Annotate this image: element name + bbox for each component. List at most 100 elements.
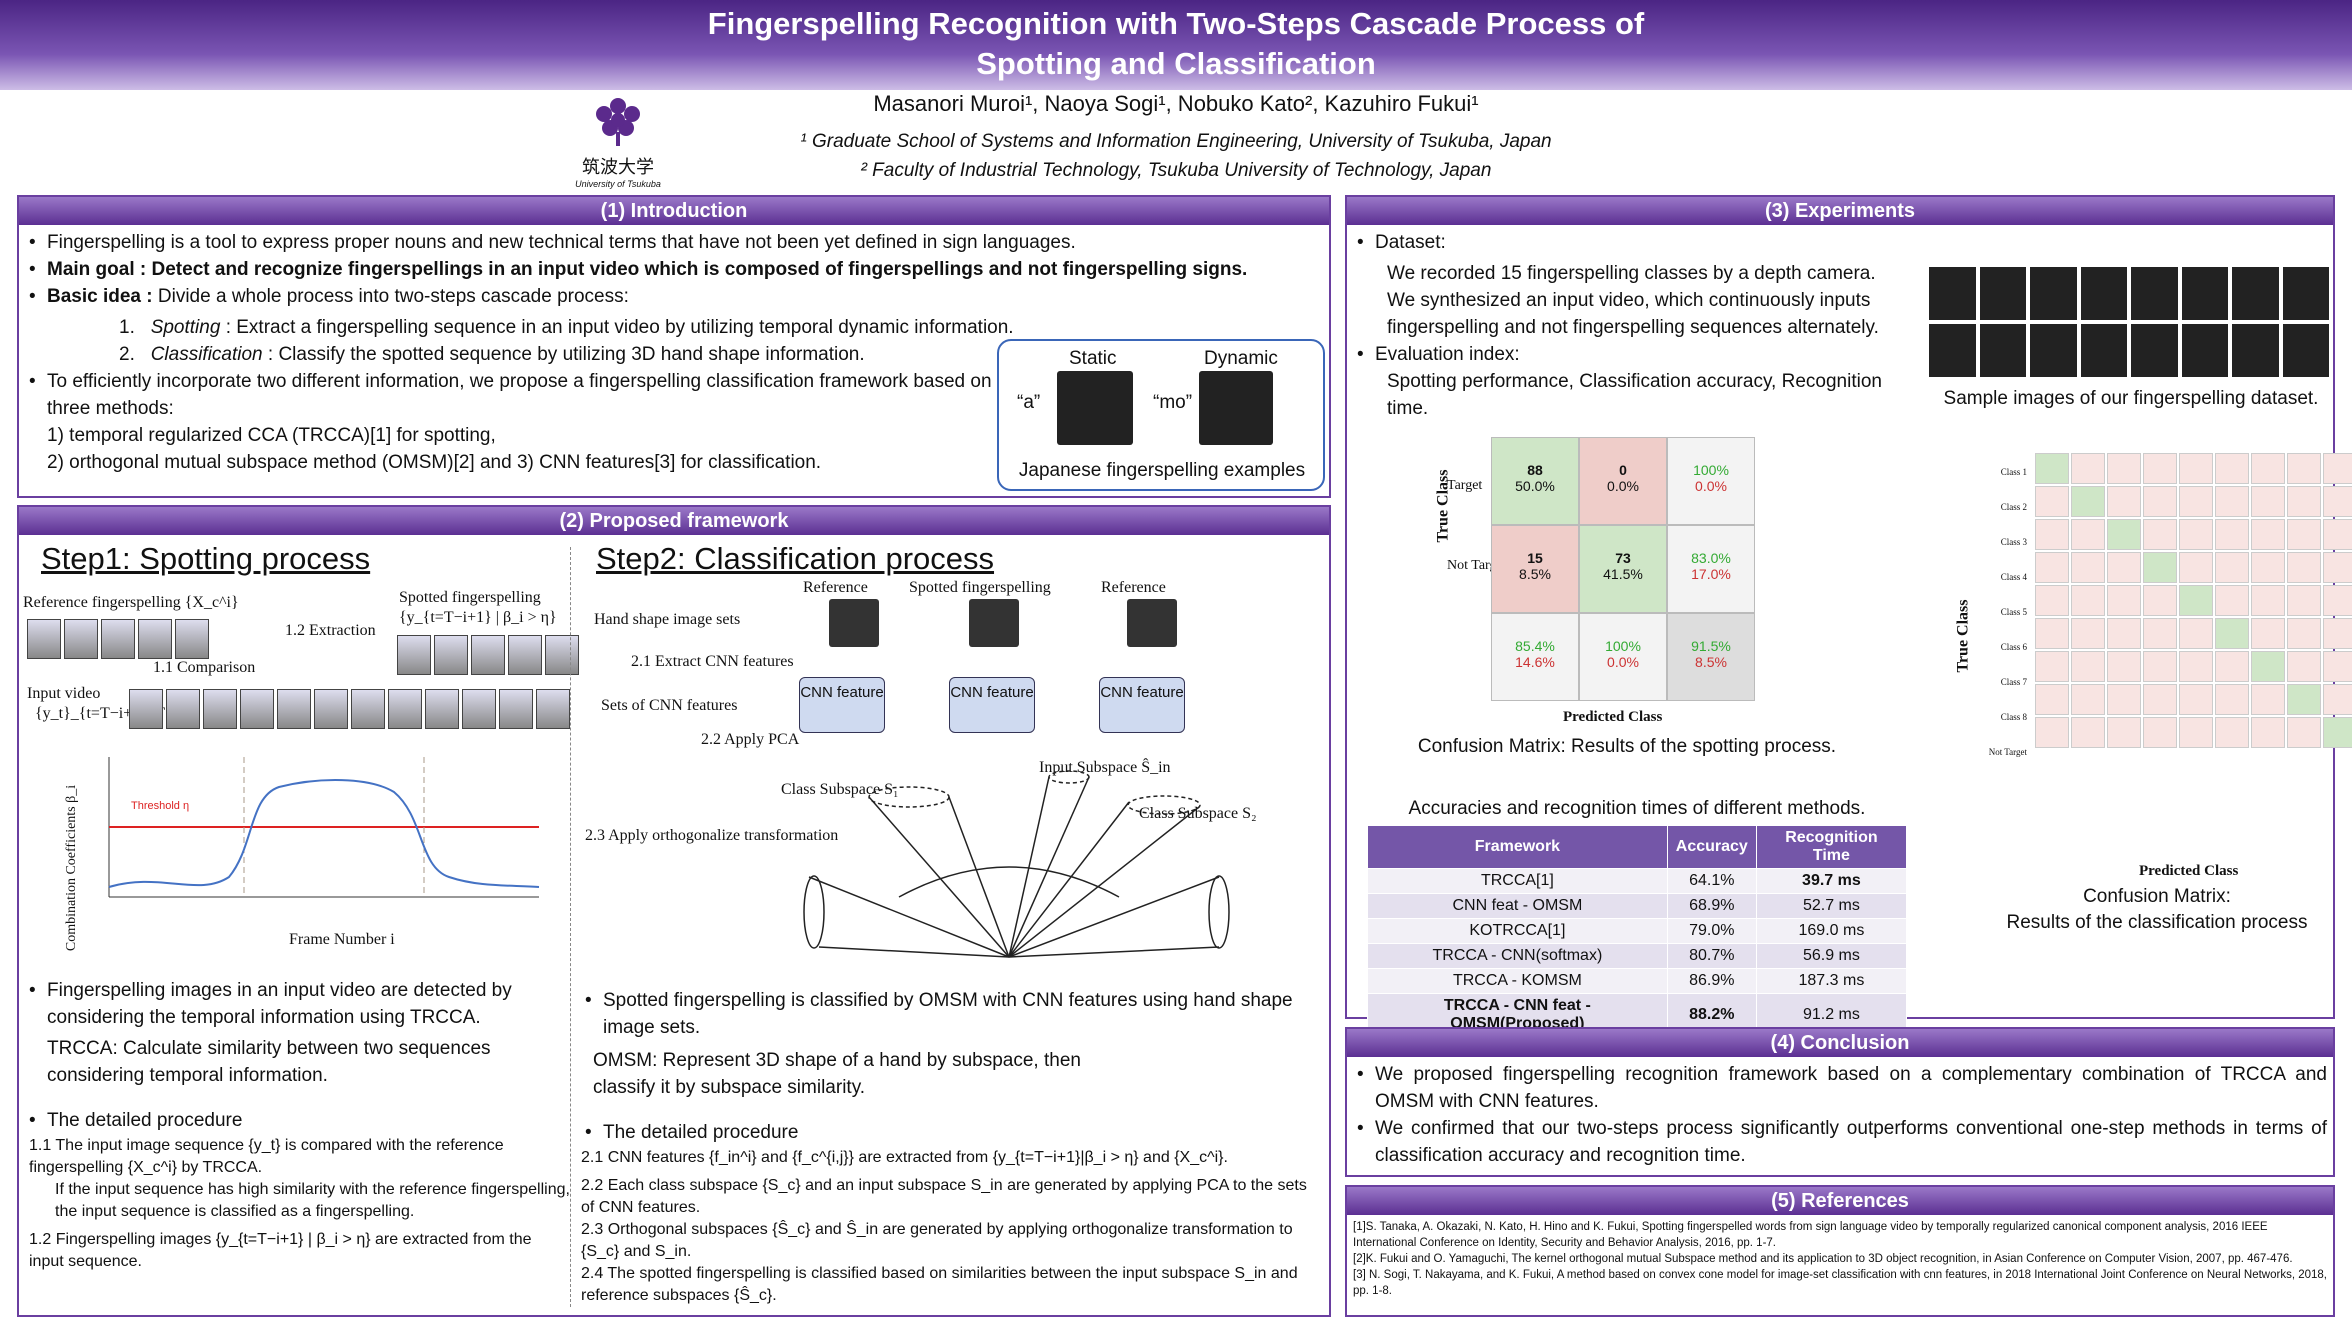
cm-cell	[2215, 585, 2249, 616]
conclusion-header: (4) Conclusion	[1347, 1029, 2333, 1057]
cm-cell	[2179, 717, 2213, 748]
step2-title: Step2: Classification process	[596, 541, 995, 576]
cm-cell	[2107, 486, 2141, 517]
cm-cell	[2323, 717, 2352, 748]
static-hand-image	[1057, 371, 1133, 445]
subspace-diagram	[803, 770, 1230, 958]
cm-cell	[2323, 618, 2352, 649]
cm-cell	[2323, 552, 2352, 583]
cm-cell	[2287, 519, 2321, 550]
cm-cell	[2035, 585, 2069, 616]
cm-cell	[2035, 453, 2069, 484]
cm-cell	[2143, 552, 2177, 583]
intro-step-1: 1. Spotting : Extract a fingerspelling s…	[119, 317, 1014, 338]
cm-cell	[2143, 717, 2177, 748]
cm-cell	[2215, 552, 2249, 583]
cm-cell	[2251, 618, 2285, 649]
cm-cell	[2179, 684, 2213, 715]
university-logo: 筑波大学 University of Tsukuba	[570, 96, 666, 189]
cm-cell	[2323, 585, 2352, 616]
cm-cell	[2251, 453, 2285, 484]
cm-cell	[2107, 717, 2141, 748]
cm-cell	[2323, 453, 2352, 484]
cm-cell	[2179, 552, 2213, 583]
cm-cell	[2323, 519, 2352, 550]
cm-cell	[2035, 684, 2069, 715]
references-panel: (5) References [1]S. Tanaka, A. Okazaki,…	[1345, 1185, 2335, 1317]
title-banner	[0, 0, 2352, 90]
cm-cell	[2215, 651, 2249, 682]
cm-cell	[2071, 618, 2105, 649]
cm-cell	[2287, 717, 2321, 748]
introduction-panel: (1) Introduction Fingerspelling is a too…	[17, 195, 1331, 498]
affiliation-1: ¹ Graduate School of Systems and Informa…	[800, 131, 1552, 152]
references-header: (5) References	[1347, 1187, 2333, 1215]
cnn-feature-box: CNN feature	[799, 677, 885, 733]
step2-bullet: Spotted fingerspelling is classified by …	[581, 987, 1321, 1041]
cnn-feature-box: CNN feature	[949, 677, 1035, 733]
cm-cell	[2287, 651, 2321, 682]
cm-cell	[2071, 486, 2105, 517]
cm-cell	[2215, 717, 2249, 748]
combination-coefficient-plot	[108, 757, 540, 898]
cm-cell	[2251, 552, 2285, 583]
intro-method-1: 1) temporal regularized CCA (TRCCA)[1] f…	[47, 425, 496, 446]
cm-cell	[2107, 684, 2141, 715]
dynamic-hand-image	[1199, 371, 1273, 445]
cm-cell	[2143, 684, 2177, 715]
cm-cell	[2071, 684, 2105, 715]
cm-cell	[2287, 618, 2321, 649]
cm-cell	[2143, 453, 2177, 484]
cm-cell	[2107, 519, 2141, 550]
intro-bullet: Fingerspelling is a tool to express prop…	[25, 229, 1323, 256]
cm-cell	[2287, 552, 2321, 583]
cm-cell	[2179, 618, 2213, 649]
step1-bullet: Fingerspelling images in an input video …	[25, 977, 565, 1031]
cm-cell	[2071, 552, 2105, 583]
cm-cell	[2035, 717, 2069, 748]
cm-cell	[2179, 585, 2213, 616]
spotted-hand-images	[397, 635, 579, 675]
introduction-header: (1) Introduction	[19, 197, 1329, 225]
cm-cell	[2035, 651, 2069, 682]
cm-cell	[2215, 453, 2249, 484]
cm-cell	[2179, 486, 2213, 517]
cm-cell	[2107, 453, 2141, 484]
cm-cell	[2035, 486, 2069, 517]
classification-confusion-matrix	[2035, 453, 2352, 748]
intro-bullet: To efficiently incorporate two different…	[25, 368, 1003, 422]
coefficient-curve	[108, 779, 540, 888]
fingerspelling-examples: Static Dynamic “a” “mo” Japanese fingers…	[997, 339, 1325, 491]
cm-cell	[2251, 651, 2285, 682]
cm-cell	[2035, 519, 2069, 550]
cm-cell	[2251, 684, 2285, 715]
cm-cell	[2035, 618, 2069, 649]
intro-step-2: 2. Classification : Classify the spotted…	[119, 344, 865, 365]
cm-cell	[2251, 585, 2285, 616]
cm-cell	[2071, 519, 2105, 550]
cm-cell	[2071, 453, 2105, 484]
cm-cell	[2107, 552, 2141, 583]
cm-cell	[2107, 651, 2141, 682]
cm-cell	[2179, 453, 2213, 484]
cnn-feature-box: CNN feature	[1099, 677, 1185, 733]
cm-cell	[2215, 618, 2249, 649]
cm-cell	[2287, 486, 2321, 517]
conclusion-panel: (4) Conclusion We proposed fingerspellin…	[1345, 1027, 2335, 1177]
cm-cell	[2251, 486, 2285, 517]
experiments-header: (3) Experiments	[1347, 197, 2333, 225]
cm-cell	[2143, 651, 2177, 682]
title-line2: Spotting and Classification	[976, 46, 1376, 81]
cm-cell	[2143, 519, 2177, 550]
title-line1: Fingerspelling Recognition with Two-Step…	[707, 6, 1645, 41]
experiments-panel: (3) Experiments Dataset: We recorded 15 …	[1345, 195, 2352, 1037]
cm-cell	[2035, 552, 2069, 583]
cm-cell	[2143, 585, 2177, 616]
cm-cell	[2323, 684, 2352, 715]
cm-cell	[2215, 684, 2249, 715]
cm-cell	[2071, 585, 2105, 616]
cm-cell	[2251, 519, 2285, 550]
